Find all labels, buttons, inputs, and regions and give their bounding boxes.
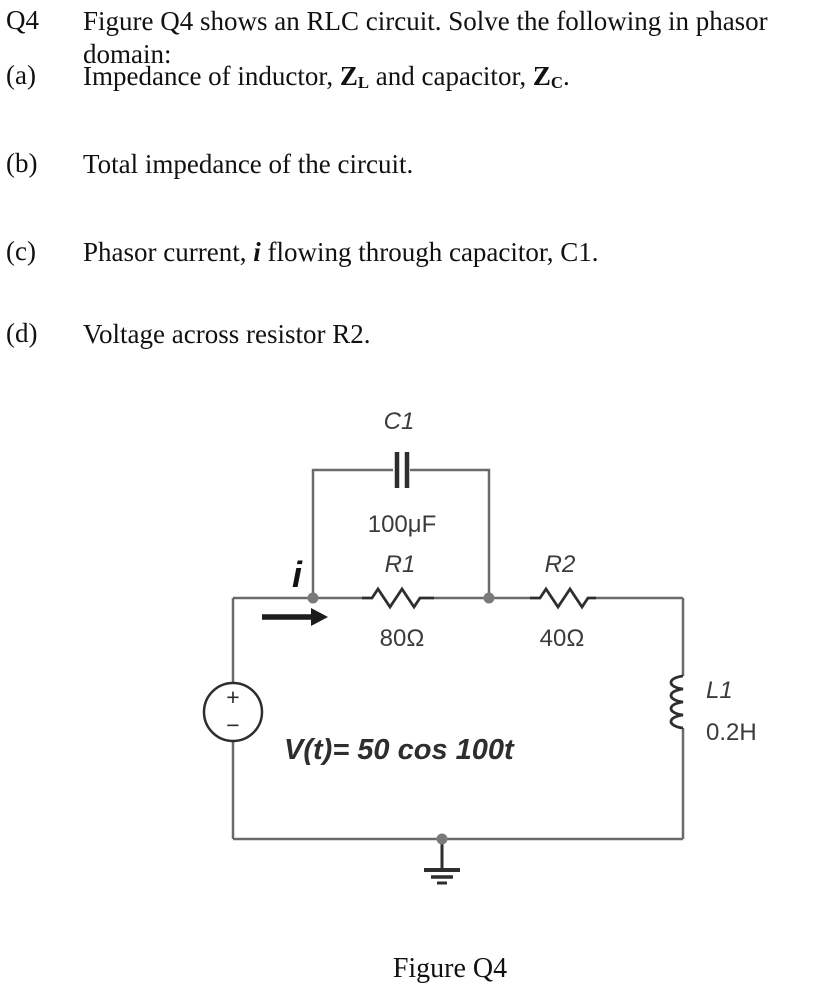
part-b-label: (b): [6, 148, 38, 178]
impedance-symbol-c: Z: [532, 61, 551, 91]
part-a-segment: Impedance of inductor,: [83, 61, 340, 91]
current-arrow: [262, 608, 328, 626]
resistor1-designator-label: R1: [385, 551, 416, 578]
resistor2-zigzag: [530, 586, 596, 610]
circuit-nodes: [307, 592, 495, 845]
question-number: Q4: [6, 5, 39, 35]
resistor1-value-label: 80Ω: [380, 625, 425, 652]
capacitor-branch-wire-right: [410, 468, 491, 598]
voltage-source-circle: [202, 681, 264, 743]
inductor-value-label: 0.2H: [706, 719, 757, 746]
impedance-symbol-l: Z: [339, 61, 358, 91]
part-d-text: Voltage across resistor R2.: [83, 319, 371, 349]
circuit-wires: [231, 468, 685, 841]
resistor1-zigzag: [362, 586, 434, 610]
current-symbol-label: i: [292, 554, 303, 595]
resistor2-value-label: 40Ω: [540, 625, 585, 652]
capacitor-value-label: 100μF: [368, 511, 437, 538]
phasor-current-symbol: i: [253, 237, 261, 267]
impedance-subscript-c: C: [550, 73, 563, 92]
node-dot: [436, 833, 448, 845]
part-b-text: Total impedance of the circuit.: [83, 149, 414, 179]
part-a-segment: and capacitor,: [369, 61, 533, 91]
part-c-segment: flowing through capacitor, C1.: [260, 237, 599, 267]
impedance-subscript-l: L: [357, 73, 370, 92]
part-a-segment: .: [562, 61, 570, 91]
part-a-label: (a): [6, 60, 36, 90]
current-arrow-head: [311, 608, 328, 626]
resistor2-designator-label: R2: [545, 551, 576, 578]
figure-caption: Figure Q4: [392, 953, 508, 984]
part-c-segment: Phasor current,: [83, 237, 254, 267]
capacitor-designator-label: C1: [384, 408, 415, 435]
inductor-coil: [669, 674, 684, 730]
inductor-designator-label: L1: [706, 677, 733, 704]
node-dot: [483, 592, 495, 604]
part-c-text: Phasor current, i flowing through capaci…: [83, 236, 823, 269]
source-minus-sign: −: [226, 712, 239, 738]
part-a-text: Impedance of inductor, ZL and capacitor,…: [83, 60, 823, 96]
part-c-label: (c): [6, 236, 36, 266]
source-equation-label: V(t)= 50 cos 100t: [284, 734, 515, 766]
part-d-label: (d): [6, 318, 38, 348]
node-dot: [307, 592, 319, 604]
question-intro-text: Figure Q4 shows an RLC circuit. Solve th…: [83, 6, 768, 69]
circuit-components: [202, 452, 684, 885]
source-plus-sign: +: [226, 684, 239, 710]
capacitor-branch-wire-left: [311, 468, 393, 598]
